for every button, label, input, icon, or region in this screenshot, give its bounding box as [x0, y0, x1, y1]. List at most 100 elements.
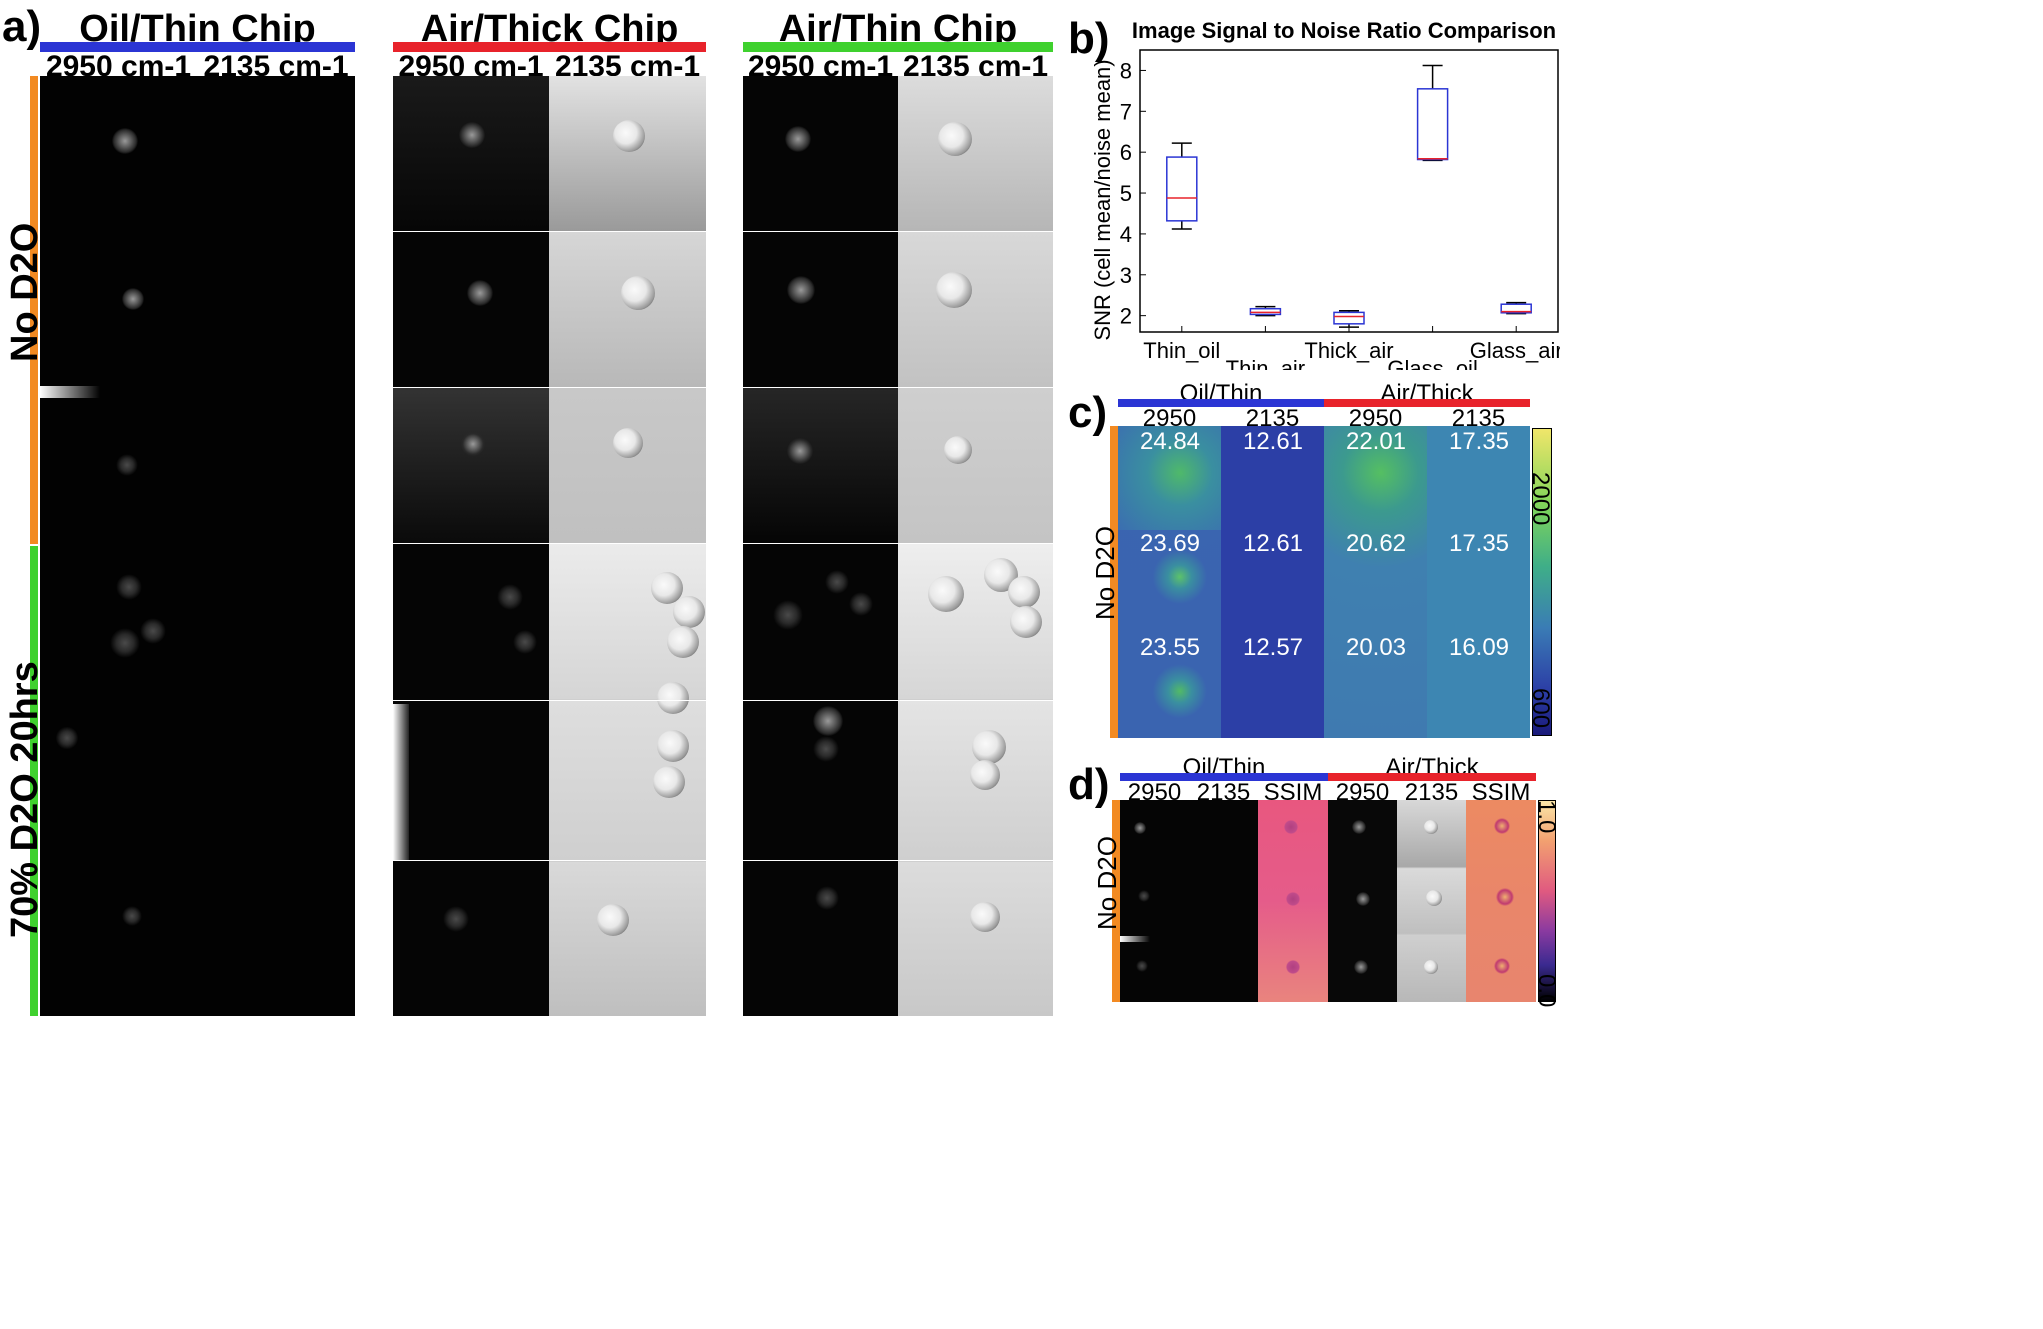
y-tick-label: 6 [1120, 140, 1132, 165]
tile-separator [393, 543, 1053, 544]
colorbar-c [1532, 428, 1552, 736]
row-bar-no-d2o-d [1112, 800, 1120, 1002]
cell [657, 730, 689, 762]
cell [1136, 960, 1148, 972]
tile-separator [393, 231, 1053, 232]
image-air-thick-2135 [549, 76, 706, 1016]
row-bar-no-d2o-c [1110, 426, 1118, 738]
tile-gradient [743, 388, 898, 543]
cell [122, 906, 142, 926]
cell [970, 760, 1000, 790]
cell [673, 596, 705, 628]
tile-bg [549, 388, 706, 543]
cell [825, 570, 849, 594]
box [1416, 88, 1449, 161]
y-tick-label: 2 [1120, 304, 1132, 329]
cell [1286, 960, 1300, 974]
box [1500, 303, 1532, 314]
cell [1008, 576, 1040, 608]
y-tick-label: 5 [1120, 181, 1132, 206]
axes [1139, 49, 1559, 333]
cell [443, 906, 469, 932]
ssim-grid [1120, 800, 1536, 1002]
cell [813, 736, 839, 762]
x-tick-labels: Thin_oilThin_airThick_airGlass_oilGlass_… [1143, 338, 1560, 370]
tile-bg [898, 76, 1053, 231]
cell [112, 128, 138, 154]
cell [1354, 960, 1368, 974]
cell [849, 592, 873, 616]
heatmap-col [1118, 634, 1221, 738]
cell [970, 902, 1000, 932]
heatmap-value: 23.55 [1139, 634, 1201, 661]
tile-bg [898, 388, 1053, 543]
snr-boxplot: Image Signal to Noise Ratio Comparison S… [1090, 18, 1560, 370]
heatmap-value: 16.09 [1448, 634, 1510, 661]
cell [621, 276, 655, 310]
cell [110, 628, 140, 658]
cell [122, 288, 144, 310]
cell [813, 706, 843, 736]
cell [1424, 960, 1438, 974]
tile-bg [549, 862, 706, 1016]
colorbar-d-max: 1.0 [1533, 800, 1560, 834]
group-bar-oil-thin [1118, 399, 1324, 407]
chip-bar-air-thin [743, 42, 1053, 52]
tile-bg [898, 862, 1053, 1016]
heatmap-value: 22.01 [1345, 428, 1407, 455]
cell [459, 122, 485, 148]
group-bar-air-thick-d [1328, 773, 1536, 781]
cell [972, 730, 1006, 764]
x-tick-label: Thin_oil [1143, 338, 1220, 363]
heatmap-value: 20.03 [1345, 634, 1407, 661]
cell [785, 126, 811, 152]
image-air-thin-2950 [743, 76, 898, 1016]
colorbar-c-min: 600 [1527, 688, 1554, 729]
glare [40, 386, 100, 398]
cell [1286, 892, 1300, 906]
cell [787, 276, 815, 304]
y-tick-label: 4 [1120, 222, 1132, 247]
cell [667, 626, 699, 658]
image-air-thin-2135 [898, 76, 1053, 1016]
tile-bg [549, 232, 706, 387]
row-bar-no-d2o [30, 76, 38, 544]
cell [787, 438, 813, 464]
group-bar-air-thick [1324, 399, 1530, 407]
colorbar-d-min: 0.0 [1533, 974, 1560, 1008]
x-tick-label: Glass_air [1470, 338, 1560, 363]
y-tick-label: 8 [1120, 58, 1132, 83]
cell [116, 454, 138, 476]
glare [1120, 936, 1150, 942]
row-label-d: No D2O [1092, 836, 1122, 930]
heatmap-col [1324, 426, 1427, 738]
heatmap-col [1118, 530, 1221, 634]
panel-d-label: d) [1068, 760, 1110, 809]
cell [497, 584, 523, 610]
x-tick-label: Thin_air [1226, 356, 1305, 370]
tile-separator [393, 387, 1053, 388]
box [1249, 307, 1282, 316]
cell [1138, 890, 1150, 902]
cell [936, 272, 972, 308]
cell [938, 122, 972, 156]
panel-a-label: a) [2, 2, 42, 51]
cell [613, 428, 643, 458]
cell [1356, 892, 1370, 906]
colorbar-d [1538, 800, 1556, 1002]
cell [653, 766, 685, 798]
boxes [1166, 64, 1532, 328]
cell [651, 572, 683, 604]
tile-bg [549, 76, 706, 231]
tile-gradient [393, 704, 409, 860]
y-tick-label: 7 [1120, 99, 1132, 124]
cell [116, 574, 142, 600]
colorbar-c-max: 2000 [1527, 472, 1554, 526]
cell [597, 904, 629, 936]
box [1166, 156, 1198, 222]
heatmap-value: 12.61 [1242, 428, 1304, 455]
cell [815, 886, 839, 910]
x-tick-label: Glass_oil [1387, 356, 1477, 370]
heatmap-value: 12.61 [1242, 530, 1304, 557]
heatmap-col [1221, 426, 1324, 738]
